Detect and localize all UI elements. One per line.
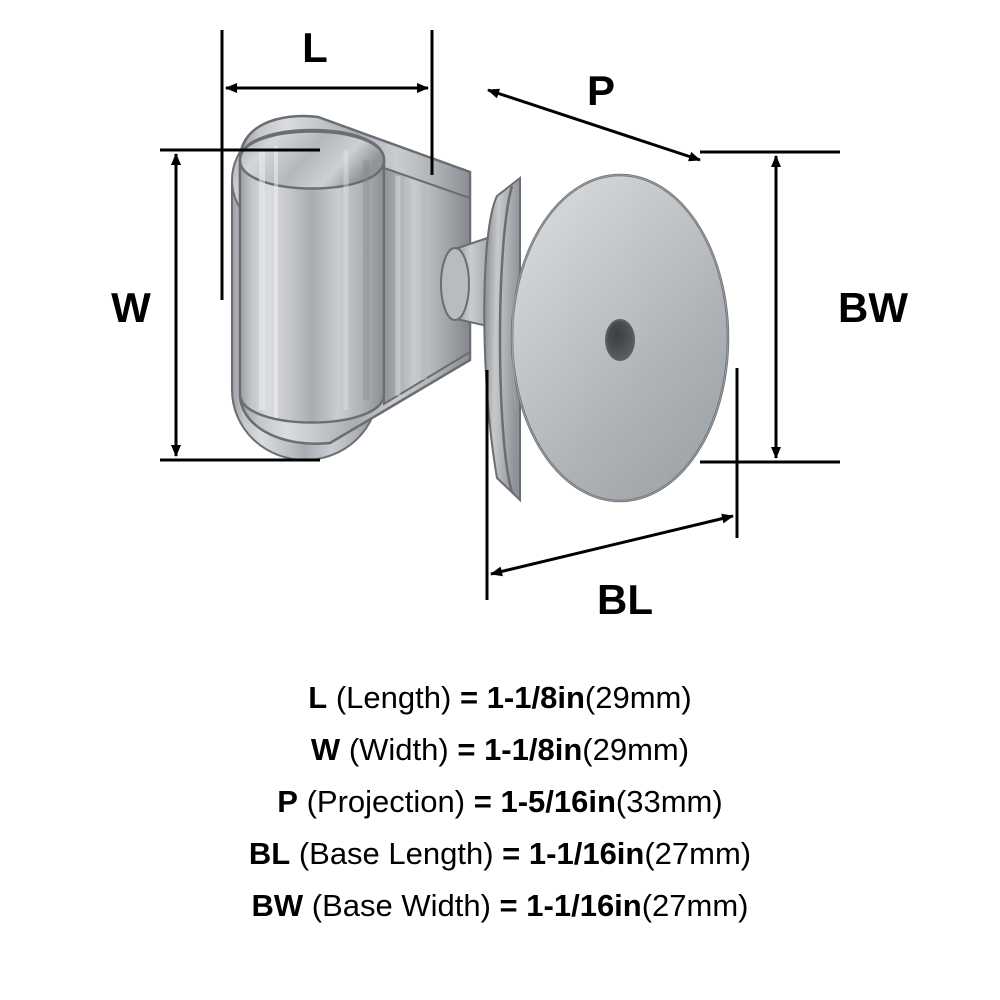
spec-name: (Width) bbox=[348, 732, 449, 767]
spec-equals: = bbox=[499, 888, 518, 923]
spec-name: (Base Length) bbox=[298, 836, 494, 871]
spec-metric: (33mm) bbox=[615, 784, 723, 819]
dim-arrow-P bbox=[487, 88, 701, 162]
spec-value: 1-1/16in bbox=[528, 836, 645, 871]
screw-hole bbox=[605, 319, 635, 361]
spec-row: L (Length) = 1-1/8in(29mm) bbox=[308, 672, 691, 724]
dim-label-BW: BW bbox=[838, 284, 908, 331]
spec-code: BW bbox=[251, 888, 304, 923]
spec-row: BW (Base Width) = 1-1/16in(27mm) bbox=[251, 880, 748, 932]
dim-label-P: P bbox=[587, 67, 615, 114]
spec-value: 1-1/8in bbox=[484, 732, 583, 767]
dim-arrow-BL bbox=[490, 513, 734, 577]
spec-equals: = bbox=[457, 732, 476, 767]
spec-code: W bbox=[310, 732, 341, 767]
knob-illustration bbox=[231, 114, 730, 503]
spec-value: 1-1/16in bbox=[526, 888, 642, 923]
spec-row: P (Projection) = 1-5/16in(33mm) bbox=[277, 776, 722, 828]
knob-base-back-edge bbox=[498, 185, 514, 493]
knob-base-rim bbox=[483, 175, 521, 503]
dimension-diagram: L P W BW BL bbox=[111, 24, 908, 623]
specification-list: L (Length) = 1-1/8in(29mm) W (Width) = 1… bbox=[0, 660, 1000, 1000]
spec-metric: (29mm) bbox=[582, 732, 690, 767]
spec-value: 1-5/16in bbox=[500, 784, 616, 819]
spec-metric: (27mm) bbox=[644, 836, 752, 871]
dim-label-L: L bbox=[302, 24, 328, 71]
spec-code: L bbox=[308, 680, 328, 715]
knob-base-disc bbox=[510, 173, 730, 503]
spec-value: 1-1/8in bbox=[486, 680, 585, 715]
spec-equals: = bbox=[502, 836, 521, 871]
dim-label-BL: BL bbox=[597, 576, 653, 623]
ext-line-P-left bbox=[484, 88, 520, 178]
spec-metric: (27mm) bbox=[641, 888, 749, 923]
dim-label-W: W bbox=[111, 284, 151, 331]
spec-code: P bbox=[277, 784, 298, 819]
spec-name: (Projection) bbox=[306, 784, 466, 819]
spec-code: BL bbox=[248, 836, 291, 871]
spec-equals: = bbox=[473, 784, 492, 819]
spec-row: W (Width) = 1-1/8in(29mm) bbox=[311, 724, 689, 776]
spec-name: (Length) bbox=[335, 680, 452, 715]
spec-metric: (29mm) bbox=[584, 680, 692, 715]
knob-side-wedge bbox=[383, 166, 471, 406]
dimension-lines bbox=[160, 30, 840, 600]
spec-name: (Base Width) bbox=[311, 888, 491, 923]
spec-row: BL (Base Length) = 1-1/16in(27mm) bbox=[249, 828, 751, 880]
spec-equals: = bbox=[459, 680, 479, 715]
